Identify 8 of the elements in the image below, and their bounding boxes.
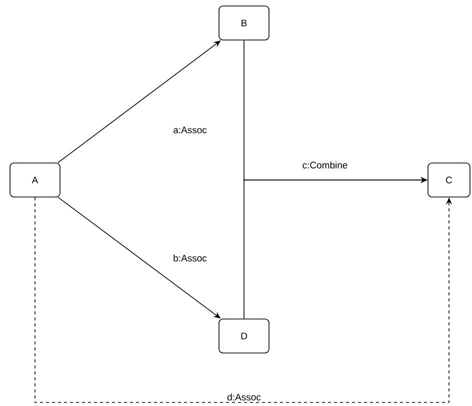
node-box: A bbox=[10, 162, 60, 198]
edge-label: d:Assoc bbox=[226, 392, 262, 402]
edge-label: c:Combine bbox=[301, 160, 349, 170]
node-box: D bbox=[218, 318, 270, 354]
edge-label: b:Assoc bbox=[172, 254, 208, 262]
edge-label: a:Assoc bbox=[172, 126, 208, 134]
node-box: C bbox=[428, 162, 470, 198]
node-box: B bbox=[218, 6, 270, 40]
